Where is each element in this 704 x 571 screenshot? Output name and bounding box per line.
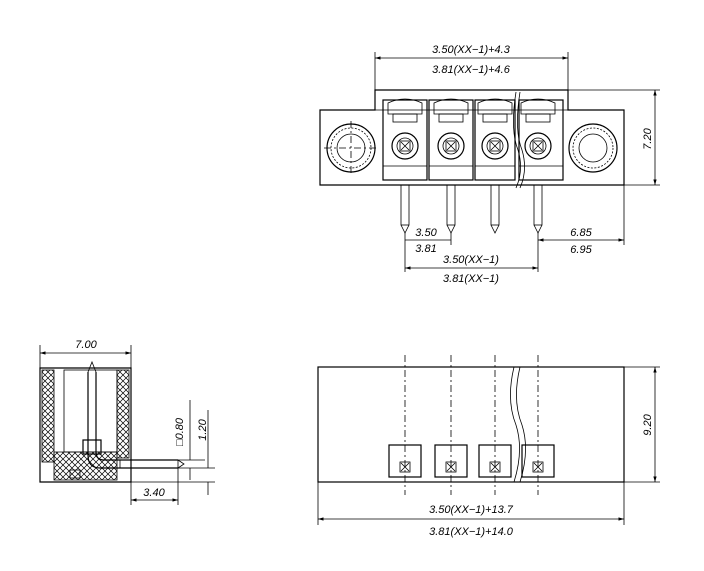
dim-span-2: 3.81(XX−1) xyxy=(443,273,499,285)
pin xyxy=(446,184,456,234)
pin xyxy=(490,184,500,234)
terminal-cell xyxy=(382,98,428,181)
dim-edge-2: 6.95 xyxy=(570,244,592,256)
pin xyxy=(400,184,410,234)
dim-bottom-length-1: 3.50(XX−1)+13.7 xyxy=(429,504,514,516)
terminal-cell xyxy=(428,98,474,181)
dim-span-1: 3.50(XX−1) xyxy=(443,254,499,266)
pin-pad xyxy=(478,444,512,478)
dim-pin-offset: 1.20 xyxy=(197,418,209,440)
dim-bottom-length-2: 3.81(XX−1)+14.0 xyxy=(429,526,514,538)
bottom-view: 9.20 3.50(XX−1)+13.7 3.81(XX−1)+14.0 xyxy=(317,355,660,538)
side-view: 7.00 □0.80 1.20 3.40 xyxy=(39,339,215,505)
dim-bottom-height: 9.20 xyxy=(642,413,654,435)
dim-pitch-1: 3.50 xyxy=(415,227,437,239)
pin-pad xyxy=(388,444,422,478)
terminal-cell xyxy=(518,98,564,181)
left-mount-screw xyxy=(324,121,378,175)
dim-top-1: 3.50(XX−1)+4.3 xyxy=(432,44,511,56)
front-view: 3.50(XX−1)+4.3 3.81(XX−1)+4.6 7.20 3.50 … xyxy=(319,44,660,285)
dim-top-2: 3.81(XX−1)+4.6 xyxy=(432,64,511,76)
dim-pin-length: 3.40 xyxy=(143,487,165,499)
dim-edge-1: 6.85 xyxy=(570,227,592,239)
terminal-cell xyxy=(474,98,516,181)
right-mount-screw xyxy=(568,123,618,173)
dim-pitch-2: 3.81 xyxy=(415,243,436,255)
dim-side-width: 7.00 xyxy=(75,339,97,351)
dim-height: 7.20 xyxy=(642,127,654,149)
dim-pin-dia: □0.80 xyxy=(174,417,186,446)
pin-pad xyxy=(434,444,468,478)
pin xyxy=(533,184,543,234)
pin-pad xyxy=(521,444,555,478)
